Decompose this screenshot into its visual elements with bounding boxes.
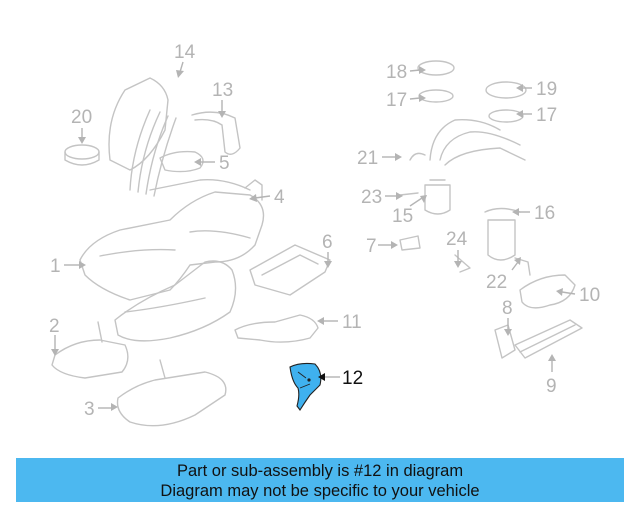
- info-banner: Part or sub-assembly is #12 in diagram D…: [16, 458, 624, 502]
- callout-4: 4: [274, 187, 285, 208]
- part-4-bracket: [244, 179, 263, 201]
- banner-line-part: Part or sub-assembly is #12 in diagram: [176, 462, 464, 480]
- callout-22: 22: [486, 272, 507, 293]
- callout-12: 12: [342, 368, 363, 389]
- leader-lines: [51, 61, 576, 411]
- part-6-plate: [249, 244, 331, 296]
- part-11-strap: [234, 314, 319, 343]
- callout-17-a: 17: [386, 90, 407, 111]
- part-12-highlighted: [289, 362, 322, 411]
- banner-line-disclaimer: Diagram may not be specific to your vehi…: [160, 482, 480, 500]
- callout-3: 3: [84, 399, 95, 420]
- part-2-bracket: [51, 321, 129, 379]
- callout-7: 7: [366, 236, 377, 257]
- callout-10: 10: [579, 285, 600, 306]
- callout-19: 19: [536, 79, 557, 100]
- part-9-rail: [514, 319, 583, 359]
- callout-9: 9: [546, 376, 557, 397]
- callout-13: 13: [212, 80, 233, 101]
- callout-23: 23: [361, 187, 382, 208]
- fuel-pump-assembly: [399, 60, 531, 276]
- part-8-bracket: [494, 324, 516, 359]
- callout-20: 20: [71, 107, 92, 128]
- part-13-line: [191, 111, 241, 155]
- callout-16: 16: [534, 203, 555, 224]
- fuel-tank: [79, 77, 265, 342]
- part-20-cap: [64, 144, 100, 166]
- callout-5: 5: [219, 153, 230, 174]
- callout-21: 21: [357, 148, 378, 169]
- callout-1: 1: [50, 256, 61, 277]
- callout-8: 8: [502, 298, 513, 319]
- part-3-shield: [116, 359, 227, 427]
- callout-labels: 1 2 3 4 5 6 7 8 9 10 11 12 13 14 15 16 1…: [49, 42, 600, 420]
- part-5-plate: [159, 150, 204, 173]
- callout-15: 15: [392, 206, 413, 227]
- callout-24: 24: [446, 229, 468, 250]
- callout-6: 6: [322, 232, 333, 253]
- callout-17-b: 17: [536, 105, 557, 126]
- parts-diagram: 1 2 3 4 5 6 7 8 9 10 11 12 13 14 15 16 1…: [49, 42, 600, 427]
- part-10-bracket: [519, 274, 576, 309]
- callout-14: 14: [174, 42, 196, 63]
- callout-11: 11: [342, 312, 362, 333]
- callout-2: 2: [49, 316, 60, 337]
- callout-18: 18: [386, 62, 407, 83]
